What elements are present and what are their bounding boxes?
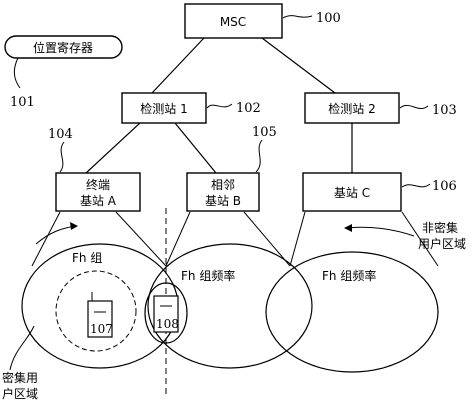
msc-ref: 100 xyxy=(316,11,341,26)
base-c-ref: 106 xyxy=(432,179,457,194)
cell-c-coverage xyxy=(265,251,439,373)
monitor1-to-base-a-line xyxy=(85,122,141,174)
location-register-box xyxy=(4,35,123,59)
cone-c-left xyxy=(289,211,306,267)
base-b-ref: 105 xyxy=(252,125,277,140)
terminal-107: 107 xyxy=(87,292,113,338)
terminal-107-body xyxy=(87,300,113,338)
base-b-ref-leader xyxy=(255,139,263,173)
monitor2-label: 检测站 2 xyxy=(328,101,375,116)
monitor1-ref: 102 xyxy=(236,101,261,116)
msc-box xyxy=(184,3,283,39)
fh-group-label: Fh 组 xyxy=(72,251,102,265)
monitor1-box xyxy=(121,92,207,124)
dense-users-line1: 密集用 xyxy=(2,370,38,385)
cone-a-left xyxy=(31,211,61,267)
base-b-line2: 基站 B xyxy=(205,194,241,208)
cell-b-coverage xyxy=(147,243,313,369)
fh-group-arrowhead xyxy=(70,222,78,230)
monitor2-ref: 103 xyxy=(432,103,457,118)
msc-to-monitor1-line xyxy=(151,37,205,94)
location-register-ref: 101 xyxy=(10,95,35,110)
fh-freq-right-label: Fh 组频率 xyxy=(322,268,376,283)
fh-freq-left-label: Fh 组频率 xyxy=(181,268,235,283)
dense-users-line2: 户区域 xyxy=(2,386,38,401)
location-register-label: 位置寄存器 xyxy=(33,40,93,55)
non-dense-users-arrow xyxy=(347,226,415,237)
base-c-label: 基站 C xyxy=(334,186,370,200)
monitor2-ref-leader xyxy=(399,104,429,110)
cone-c-right xyxy=(401,211,439,267)
monitor1-ref-leader xyxy=(206,103,233,109)
dense-users-leader xyxy=(9,325,35,371)
non-dense-users-arrowhead xyxy=(344,224,352,232)
fh-group-arrow xyxy=(35,225,77,245)
cone-b-left xyxy=(165,211,191,267)
base-a-box xyxy=(55,172,141,212)
non-dense-users-line1: 非密集 xyxy=(422,220,458,235)
cone-b-right xyxy=(243,211,291,267)
base-a-ref: 104 xyxy=(48,127,73,142)
base-c-box xyxy=(302,172,402,212)
base-c-ref-leader xyxy=(401,183,431,188)
msc-label: MSC xyxy=(220,15,246,29)
terminal-108: 108 xyxy=(144,282,188,344)
location-register-leader xyxy=(13,57,21,89)
msc-ref-leader xyxy=(282,15,313,19)
non-dense-users-line2: 用户区域 xyxy=(418,236,466,251)
base-a-line2: 基站 A xyxy=(80,194,117,208)
terminal-108-label: 108 xyxy=(156,317,179,331)
terminal-108-circle xyxy=(144,282,188,344)
fh-group-dashed-circle xyxy=(55,270,137,352)
cone-a-right xyxy=(115,211,167,267)
terminal-107-label: 107 xyxy=(90,322,113,336)
monitor1-to-base-b-line xyxy=(174,122,217,174)
msc-to-monitor2-line xyxy=(261,37,336,94)
base-b-line1: 相邻 xyxy=(211,178,235,192)
base-a-line1: 终端 xyxy=(86,177,110,192)
base-a-ref-leader xyxy=(59,141,65,173)
base-b-box xyxy=(186,172,260,212)
monitor2-box xyxy=(304,92,400,124)
monitor1-label: 检测站 1 xyxy=(140,101,187,116)
connections xyxy=(85,37,353,174)
coverage-cones xyxy=(31,211,439,267)
terminal-108-body xyxy=(153,295,179,333)
